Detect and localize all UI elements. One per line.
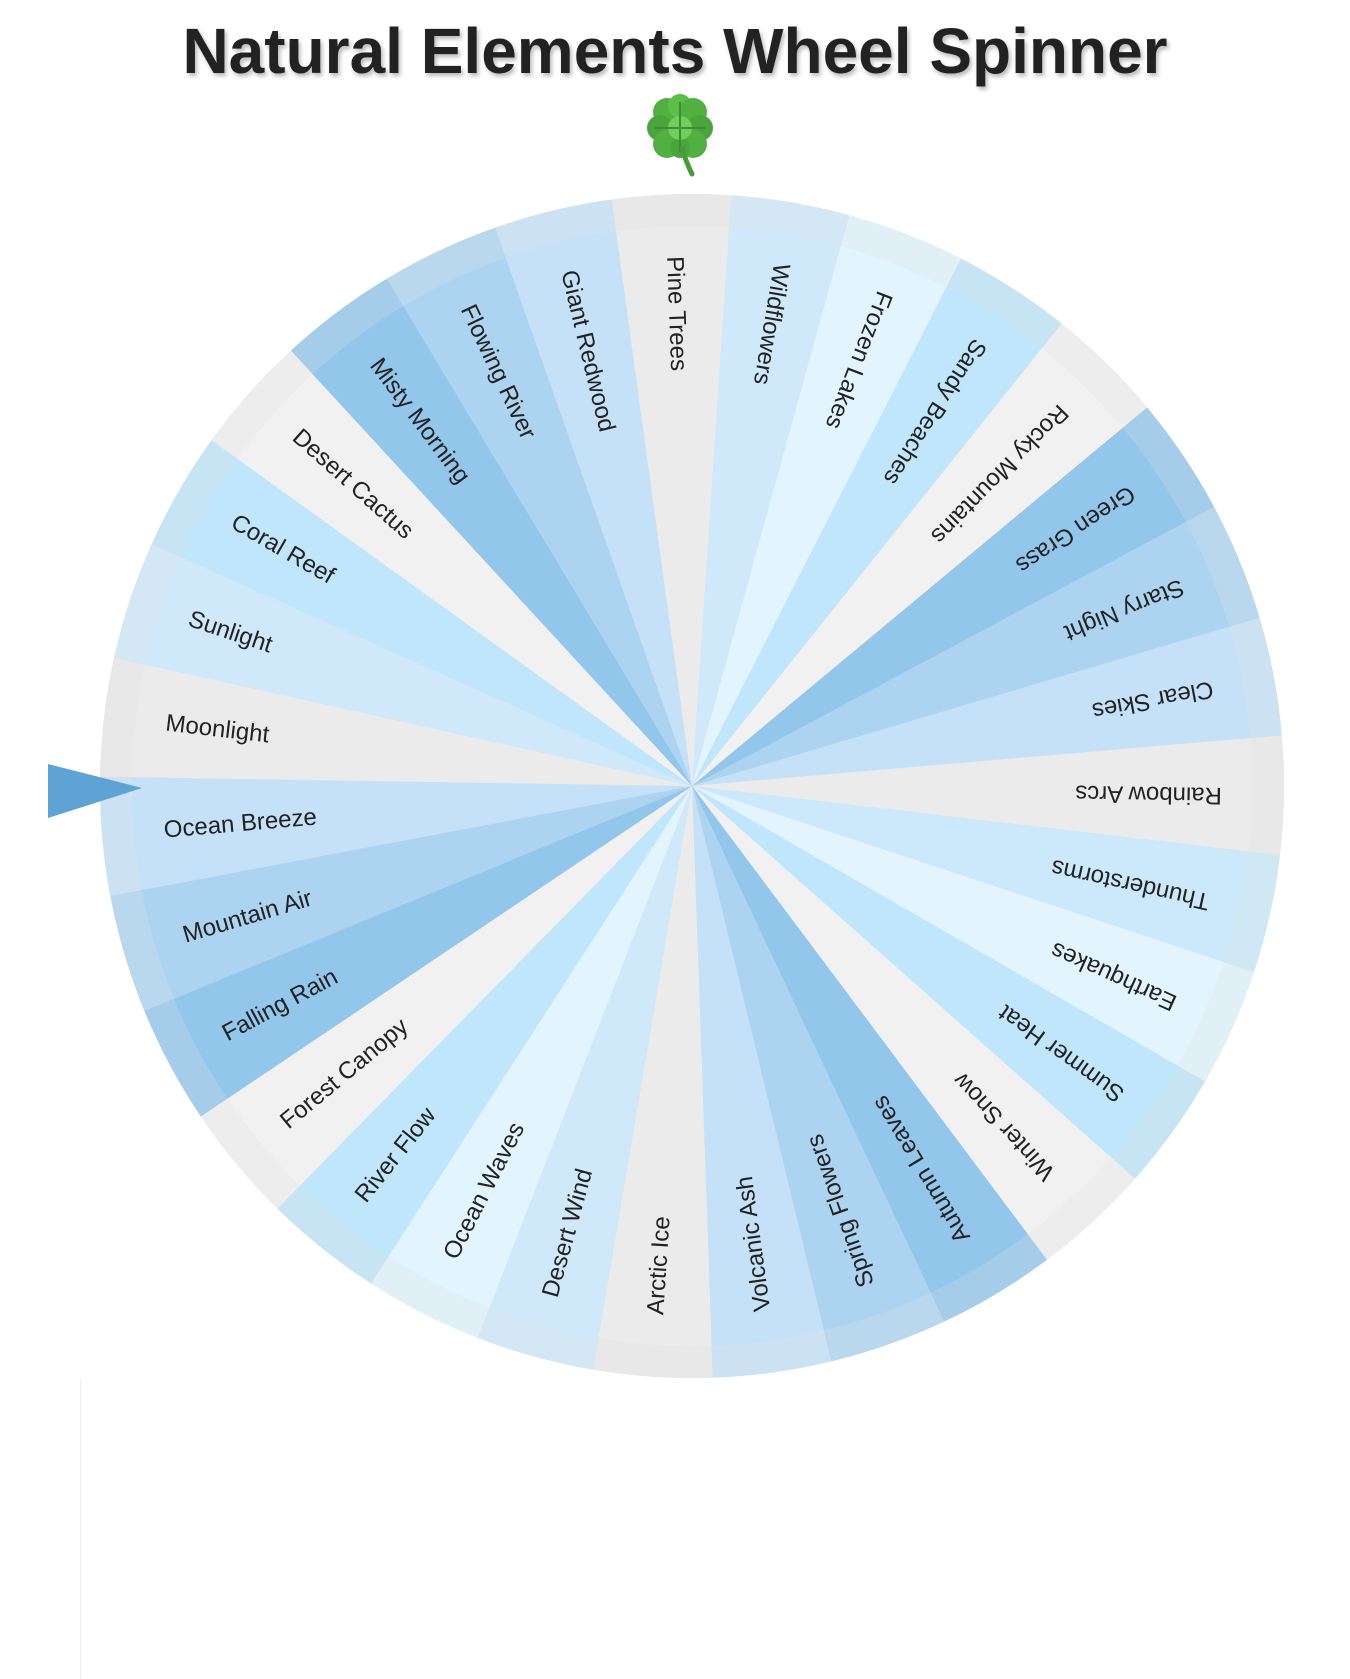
- wheel-segment[interactable]: [403, 257, 692, 787]
- wheel-segment[interactable]: [145, 557, 693, 786]
- wheel-segment[interactable]: [692, 786, 1178, 1158]
- wheel-segment[interactable]: [692, 786, 1249, 963]
- wheel-segment-label: Rainbow Arcs: [1075, 780, 1222, 809]
- wheel-segment[interactable]: [692, 738, 1253, 852]
- wheel-segment[interactable]: [227, 786, 692, 1186]
- wheel-segment[interactable]: [299, 786, 692, 1257]
- clover-stem: [679, 145, 695, 177]
- wheel-segment[interactable]: [692, 786, 1028, 1293]
- wheel-segment[interactable]: [692, 427, 1186, 786]
- wheel-segment[interactable]: [505, 231, 692, 787]
- pointer-arrow-icon: [48, 764, 142, 818]
- wheel-segment[interactable]: [173, 786, 693, 1099]
- page-title: Natural Elements Wheel Spinner: [182, 15, 1168, 87]
- wheel-segment[interactable]: [692, 626, 1250, 786]
- wheel-segment[interactable]: [692, 521, 1229, 786]
- wheel-segment[interactable]: [132, 664, 692, 786]
- wheel-segment[interactable]: [692, 246, 947, 786]
- wheel-segment[interactable]: [692, 786, 824, 1346]
- four-leaf-clover-icon: [647, 94, 713, 177]
- wheel-segment[interactable]: [237, 374, 692, 786]
- wheel-segment[interactable]: [692, 287, 1042, 786]
- wheel-segment-label: Pine Trees: [661, 256, 692, 372]
- wheel-segment[interactable]: [615, 226, 730, 787]
- wheel-segment[interactable]: [692, 348, 1123, 786]
- wheel-segment[interactable]: [692, 786, 931, 1331]
- wheel-segment[interactable]: [180, 458, 693, 786]
- wheel-segment[interactable]: [312, 306, 692, 786]
- wheel-segment[interactable]: [388, 786, 692, 1309]
- page-divider: [80, 1380, 81, 1679]
- wheel-segment[interactable]: [692, 786, 1112, 1235]
- wheel-segment[interactable]: [598, 786, 712, 1346]
- clover-leaves: [647, 94, 713, 158]
- wheel-segment-label: Arctic Ice: [642, 1215, 675, 1315]
- wheel-segment[interactable]: [692, 227, 841, 787]
- wheel-segment[interactable]: [141, 786, 693, 999]
- wheel-segment[interactable]: [489, 786, 692, 1339]
- wheel-segment[interactable]: [132, 777, 692, 891]
- wheel-segment[interactable]: [692, 786, 1224, 1066]
